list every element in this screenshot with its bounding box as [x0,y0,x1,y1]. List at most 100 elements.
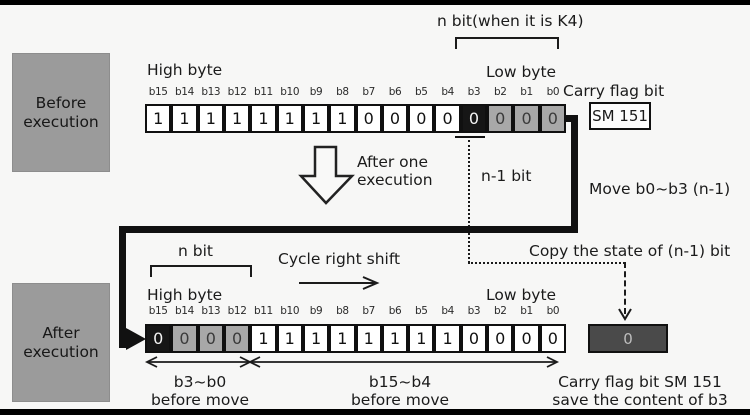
n-bit-bracket [150,265,252,277]
bit-label: b14 [175,86,194,98]
bit-label: b2 [493,86,507,98]
bit-cell: 0 [408,104,435,133]
move-path-horizontal [119,226,578,233]
bit-label: b15 [148,305,168,317]
bit-label: b4 [441,305,454,317]
bit-cell: 0 [513,324,540,353]
bit-label: b7 [362,305,375,317]
dashed-line-vertical [624,262,626,314]
bit-cell: 0 [197,324,224,353]
bit-label: b15 [148,86,168,98]
span-right-caption: b15~b4 before move [350,373,450,409]
dotted-line-horizontal [468,262,625,264]
bit-cell: 1 [276,104,303,133]
b3-tick-mark [455,136,485,138]
bit-cell: 1 [171,104,198,133]
down-arrow-icon [298,145,355,205]
bit-cell: 1 [250,104,277,133]
bit-label: b9 [309,86,323,98]
bit-label: b3 [467,86,481,98]
bit-label: b11 [253,86,273,98]
span-left-caption: b3~b0 before move [150,373,250,409]
bit-cell: 1 [197,104,224,133]
register-before-bit-labels: b15 b14 b13 b12 b11 b10 b9 b8 b7 b6 b5 b… [145,86,566,98]
register-after: 0 0 0 0 1 1 1 1 1 1 1 1 0 0 0 0 [145,324,566,353]
carry-flag-bit-label: Carry flag bit [563,82,665,100]
bit-label: b6 [388,305,402,317]
bit-cell: 0 [487,104,514,133]
bit-cell: 0 [171,324,198,353]
after-execution-box: After execution [12,283,110,402]
n-minus-1-bit-label: n-1 bit [481,167,532,185]
bit-cell: 1 [408,324,435,353]
bit-label: b13 [201,86,221,98]
bit-label: b7 [362,86,375,98]
bottom-border-bar [0,409,750,415]
bit-label: b2 [493,305,507,317]
before-execution-label-line2: execution [23,112,99,131]
dotted-line-vertical [468,140,470,263]
bit-label: b11 [253,305,273,317]
register-before: 1 1 1 1 1 1 1 1 0 0 0 0 0 0 0 0 [145,104,566,133]
before-execution-label-line1: Before [35,93,87,112]
bit-cell: 1 [250,324,277,353]
register-before-low-byte-label: Low byte [486,63,557,81]
carry-save-caption: Carry flag bit SM 151 save the content o… [552,373,728,409]
before-execution-box: Before execution [12,53,110,172]
register-after-bit-labels: b15 b14 b13 b12 b11 b10 b9 b8 b7 b6 b5 b… [145,305,566,317]
n-bit-k4-bracket [455,37,559,49]
bit-label: b4 [441,86,454,98]
bit-cell: 1 [276,324,303,353]
move-b0-b3-label: Move b0~b3 (n-1) [589,180,731,198]
bit-cell: 1 [434,324,461,353]
after-execution-label-line1: After [42,323,80,342]
move-path-arrowhead-icon [126,328,146,350]
bit-cell: 0 [513,104,540,133]
top-border-bar [0,0,750,5]
bit-cell: 1 [329,104,356,133]
dashed-arrowhead-down-icon [618,308,632,321]
bit-label: b1 [520,305,533,317]
bit-cell: 0 [381,104,409,133]
bit-cell: 0 [223,324,251,353]
carry-result-box: 0 [588,324,668,353]
n-bit-k4-label: n bit(when it is K4) [437,12,584,30]
bit-cell: 0 [355,104,382,133]
register-before-high-byte-label: High byte [147,61,223,79]
bit-cell: 0 [460,104,488,133]
bit-cell: 0 [539,104,566,133]
bit-label: b8 [336,86,349,98]
right-arrow-icon [299,276,380,290]
n-bit-label: n bit [178,242,213,260]
bit-cell: 0 [460,324,488,353]
bit-cell: 1 [302,104,330,133]
bit-label: b8 [336,305,349,317]
bit-cell: 1 [355,324,382,353]
bit-cell: 1 [302,324,330,353]
bit-label: b5 [415,305,428,317]
bit-cell: 0 [434,104,461,133]
bit-label: b0 [546,86,560,98]
carry-result-value: 0 [623,329,633,348]
bit-label: b12 [227,86,247,98]
bit-cell: 0 [487,324,514,353]
sm151-register-name: SM 151 [592,107,648,125]
move-path-right-vertical [571,115,578,233]
bit-cell: 1 [145,104,172,133]
bit-label: b1 [520,86,533,98]
cycle-right-shift-label: Cycle right shift [278,250,401,268]
bit-label: b13 [201,305,221,317]
bit-label: b12 [227,305,247,317]
bit-cell: 1 [381,324,409,353]
bit-label: b10 [280,305,300,317]
move-path-left-vertical [119,226,126,348]
after-execution-label-line2: execution [23,342,99,361]
bit-cell: 1 [329,324,356,353]
register-after-low-byte-label: Low byte [486,286,557,304]
after-one-execution-label: After one execution [357,153,433,189]
span-measure-arrows [144,356,560,368]
bit-label: b0 [546,305,560,317]
bit-cell: 1 [223,104,251,133]
copy-state-label: Copy the state of (n-1) bit [529,242,731,260]
